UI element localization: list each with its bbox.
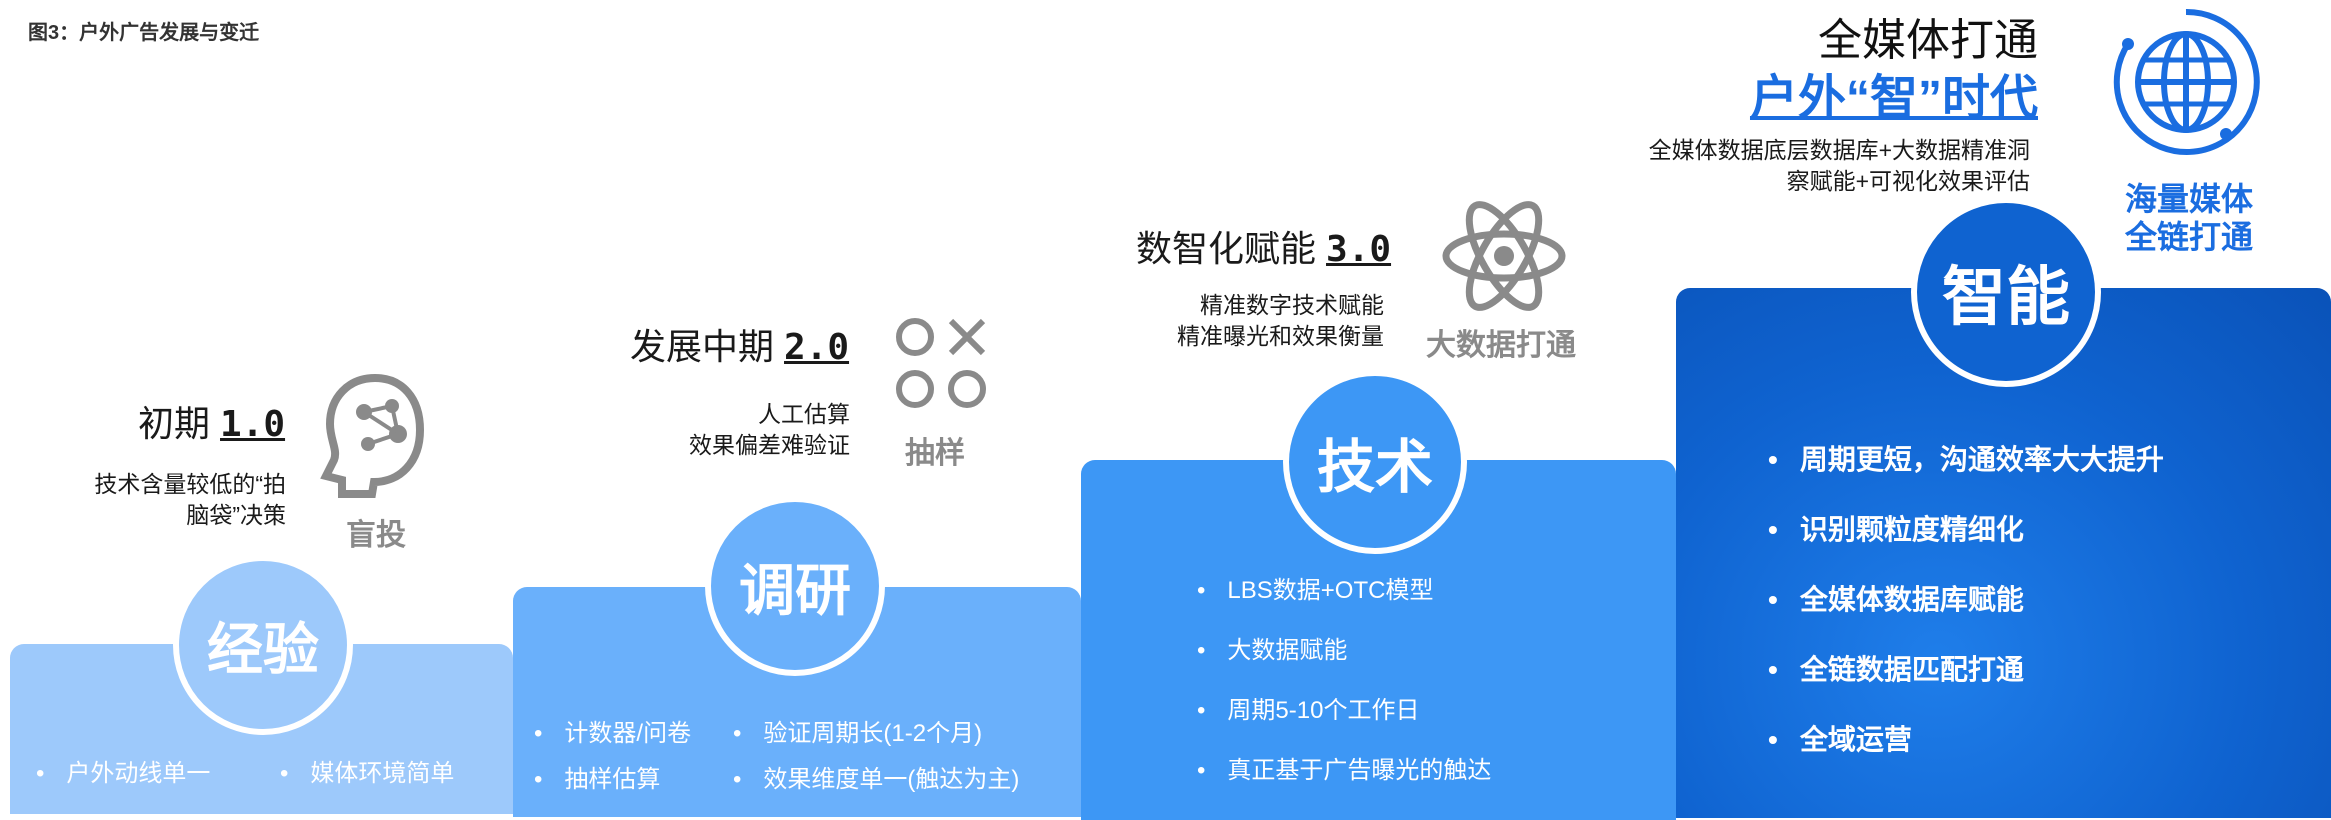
- stage4-bullet: 全域运营: [1768, 718, 1912, 758]
- circles-cross-icon: [896, 318, 986, 408]
- head-network-icon: [320, 373, 425, 498]
- stage3-bullet: 周期5-10个工作日: [1197, 690, 1419, 725]
- stage1-desc-line: 技术含量较低的“拍: [94, 471, 286, 497]
- stage2-bullet: 抽样估算: [534, 759, 660, 794]
- stage3-desc: 精准数字技术赋能 精准曝光和效果衡量: [1130, 290, 1384, 352]
- stage3-bullet: 真正基于广告曝光的触达: [1197, 750, 1491, 785]
- stage2-desc-line: 人工估算: [758, 401, 850, 427]
- stage3-bullet: 大数据赋能: [1197, 630, 1347, 665]
- stage2-bullet: 计数器/问卷: [534, 713, 691, 748]
- globe-icon: [2113, 8, 2260, 155]
- atom-icon: [1442, 201, 1566, 311]
- stage2-version: 2.0: [784, 327, 850, 368]
- stage1-desc-line: 脑袋”决策: [186, 502, 286, 528]
- stage4-heading-line2: 户外“智”时代: [1749, 72, 2038, 125]
- stage1-icon-label: 盲投: [346, 519, 406, 552]
- stage4-icon-label-line: 海量媒体: [2124, 181, 2253, 217]
- stage2-heading-text: 发展中期: [630, 326, 775, 367]
- stage1-heading-text: 初期: [138, 403, 211, 444]
- stage2-icon-label: 抽样: [905, 437, 965, 470]
- stage1-bullet: 户外动线单一: [36, 753, 210, 788]
- stage1-bullet: 媒体环境简单: [280, 753, 454, 788]
- stage4-desc-line: 察赋能+可视化效果评估: [1786, 168, 2030, 194]
- stage3-desc-line: 精准曝光和效果衡量: [1177, 323, 1384, 349]
- stage3-version: 3.0: [1326, 229, 1392, 270]
- stage4-heading-line1: 全媒体打通: [1818, 16, 2038, 65]
- stage1-version: 1.0: [220, 404, 286, 445]
- stage3-icon-label: 大数据打通: [1426, 329, 1576, 362]
- stage4-bullet: 周期更短，沟通效率大大提升: [1768, 438, 2164, 478]
- stage2-bullet: 验证周期长(1-2个月): [733, 713, 982, 748]
- stage3-heading-text: 数智化赋能: [1136, 228, 1317, 269]
- stage4-bullet: 全链数据匹配打通: [1768, 648, 2024, 688]
- stage2-bullet: 效果维度单一(触达为主): [733, 759, 1019, 794]
- stage4-circle: 智能: [1911, 197, 2101, 387]
- stage2-desc-line: 效果偏差难验证: [689, 432, 850, 458]
- stage2-desc: 人工估算 效果偏差难验证: [640, 399, 850, 461]
- stage1-circle: 经验: [173, 555, 353, 735]
- stage4-icon-label: 海量媒体 全链打通: [2110, 180, 2268, 256]
- stage3-circle: 技术: [1283, 370, 1467, 554]
- stage4-desc: 全媒体数据底层数据库+大数据精准洞 察赋能+可视化效果评估: [1600, 135, 2030, 197]
- stage3-bullet: LBS数据+OTC模型: [1197, 570, 1433, 605]
- stage4-desc-line: 全媒体数据底层数据库+大数据精准洞: [1648, 137, 2030, 163]
- stage2-circle: 调研: [705, 496, 885, 676]
- stage3-desc-line: 精准数字技术赋能: [1200, 292, 1384, 318]
- stage4-bullet: 识别颗粒度精细化: [1768, 508, 2024, 548]
- figure-title: 图3：户外广告发展与变迁: [28, 22, 260, 44]
- stage4-icon-label-line: 全链打通: [2124, 219, 2253, 255]
- stage4-bullet: 全媒体数据库赋能: [1768, 578, 2024, 618]
- stage1-desc: 技术含量较低的“拍 脑袋”决策: [40, 469, 286, 531]
